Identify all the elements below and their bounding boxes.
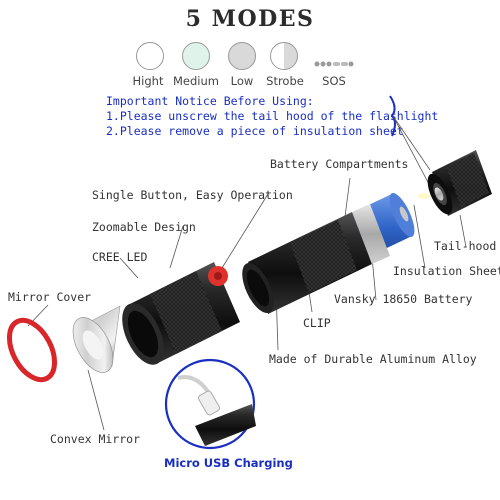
flashlight-head-part [122,262,240,365]
convex-mirror-part [72,305,121,373]
mode-label-strobe: Strobe [266,74,304,88]
mode-medium-swatch [182,42,210,70]
label-insulation-sheet: Insulation Sheet [393,264,500,278]
mode-sos-swatch [314,52,354,67]
modes-title: 5 MODES [185,6,315,32]
label-battery-compartments: Battery Compartments [270,157,409,171]
label-aluminum: Made of Durable Aluminum Alloy [269,352,477,366]
mode-low-swatch [228,42,256,70]
mirror-cover-ring [6,317,58,383]
tail-hood-part [427,150,492,216]
mode-label-medium: Medium [173,74,219,88]
notice-line-2: 2.Please remove a piece of insulation sh… [106,124,404,138]
label-clip: CLIP [303,316,331,330]
label-mirror-cover: Mirror Cover [8,290,92,304]
label-tail-hood: Tail-hood [434,239,497,253]
notice-line-1: 1.Please unscrew the tail hood of the fl… [106,109,439,123]
label-battery: Vansky 18650 Battery [334,292,473,306]
mode-high-swatch [136,42,164,70]
label-convex-mirror: Convex Mirror [50,432,141,446]
label-zoomable: Zoomable Design [92,220,196,234]
label-micro-usb: Micro USB Charging [164,456,293,470]
mode-label-sos: SOS [322,74,346,88]
battery-compartment-part [242,204,390,314]
notice-heading: Important Notice Before Using: [106,94,314,108]
mode-label-high: Hight [132,74,164,88]
mode-label-low: Low [230,74,254,88]
usb-inset [164,358,256,450]
label-single-button: Single Button, Easy Operation [92,188,293,202]
label-cree-led: CREE LED [92,250,148,264]
mode-strobe-swatch [270,42,298,70]
